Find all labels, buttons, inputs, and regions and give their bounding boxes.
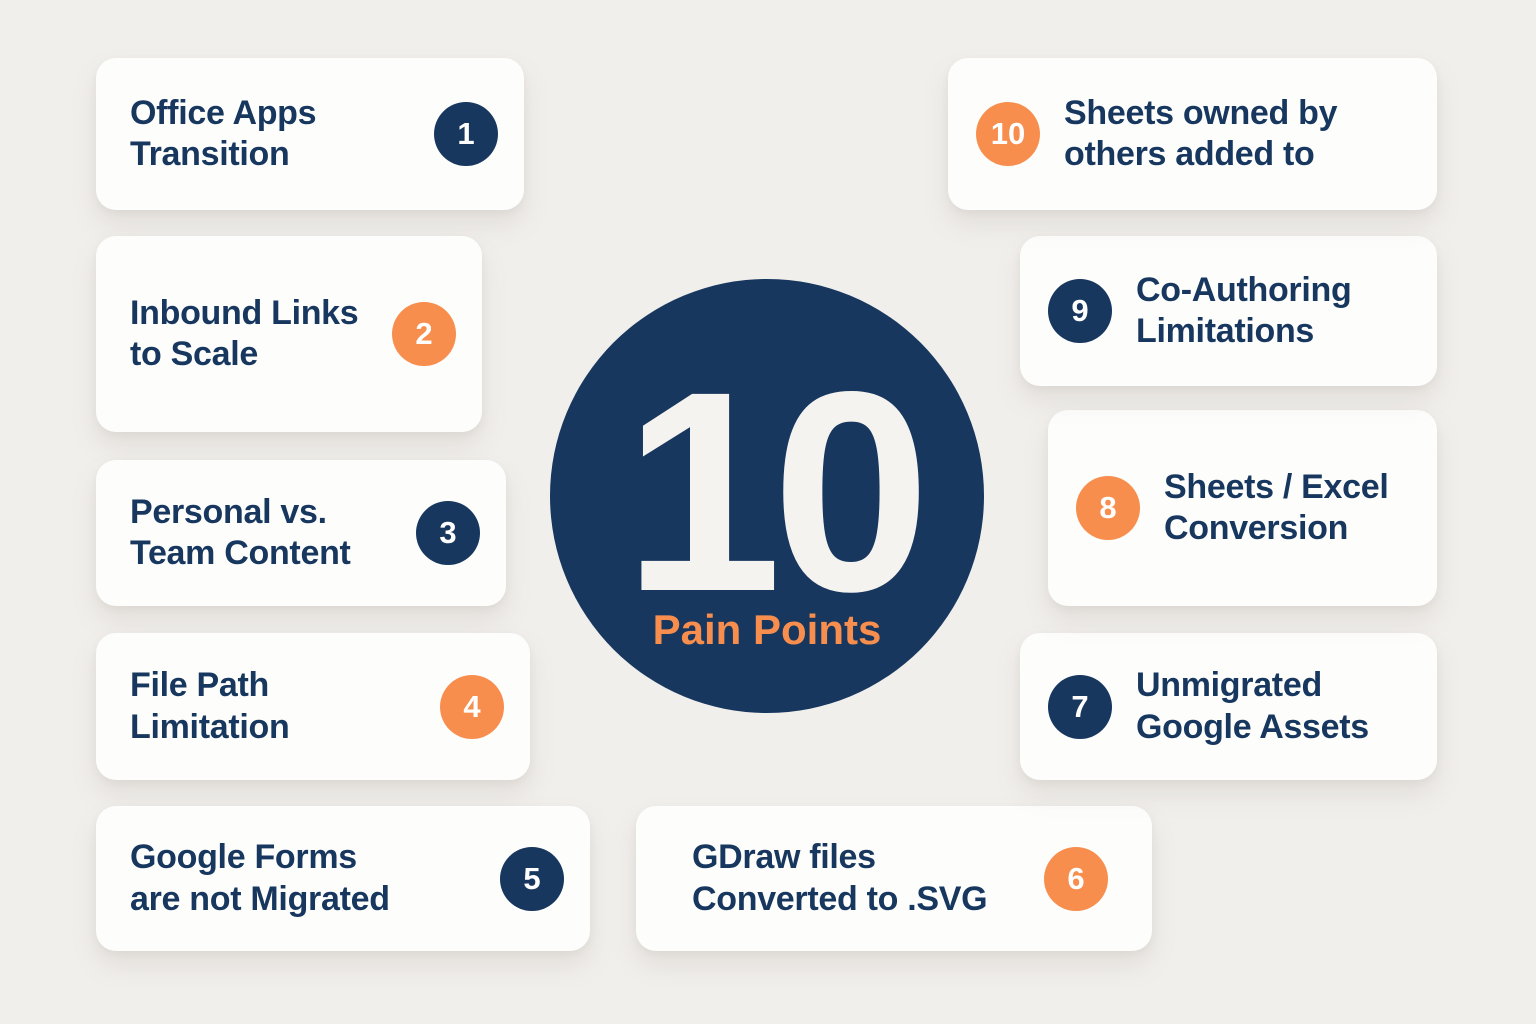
card-title: Co-Authoring Limitations [1136,270,1352,353]
card-title-line-2: Google Assets [1136,707,1369,746]
card-title-line-2: Converted to .SVG [692,879,988,918]
pain-point-card-6: GDraw files Converted to .SVG 6 [636,806,1152,951]
card-title-line-2: to Scale [130,335,258,373]
card-title-line-2: Transition [130,135,290,173]
card-title: Personal vs. Team Content [130,492,351,575]
number-badge: 1 [434,102,498,166]
card-title-line-1: File Path [130,666,269,705]
card-title-line-1: GDraw files [692,838,876,877]
number-badge: 6 [1044,846,1108,911]
center-number: 10 [623,333,930,651]
card-title-line-2: Limitations [1136,312,1315,350]
card-title: Sheets / Excel Conversion [1164,467,1389,550]
number-badge: 4 [440,674,504,739]
card-title-line-2: Team Content [130,534,351,572]
pain-point-card-7: 7 Unmigrated Google Assets [1020,633,1437,780]
card-title-line-1: Personal vs. [130,492,327,531]
pain-point-card-2: Inbound Links to Scale 2 [96,236,482,432]
card-title-line-1: Sheets / Excel [1164,467,1389,506]
pain-point-card-9: 9 Co-Authoring Limitations [1020,236,1437,386]
card-title: Office Apps Transition [130,93,317,176]
card-title-line-1: Unmigrated [1136,666,1322,705]
card-title-line-1: Office Apps [130,93,317,132]
pain-point-card-5: Google Forms are not Migrated 5 [96,806,590,951]
card-title-line-2: Limitation [130,707,290,746]
pain-point-card-1: Office Apps Transition 1 [96,58,524,210]
number-badge: 8 [1076,476,1140,540]
card-title: File Path Limitation [130,665,290,748]
number-badge: 3 [416,501,480,565]
card-title: GDraw files Converted to .SVG [692,837,988,920]
card-title-line-1: Co-Authoring [1136,270,1352,309]
card-title-line-1: Inbound Links [130,293,359,332]
card-title: Unmigrated Google Assets [1136,665,1369,748]
center-circle: 10 Pain Points [550,279,984,713]
number-badge: 9 [1048,279,1112,343]
center-label: Pain Points [652,606,882,653]
card-title-line-2: are not Migrated [130,879,390,918]
card-title: Google Forms are not Migrated [130,837,390,920]
card-title: Sheets owned by others added to [1064,93,1338,176]
pain-point-card-10: 10 Sheets owned by others added to [948,58,1437,210]
card-title-line-1: Sheets owned by [1064,93,1338,132]
card-title-line-2: others added to [1064,135,1315,173]
number-badge: 2 [392,302,456,366]
card-title-line-1: Google Forms [130,838,357,877]
pain-point-card-3: Personal vs. Team Content 3 [96,460,506,606]
number-badge: 7 [1048,674,1112,739]
pain-point-card-4: File Path Limitation 4 [96,633,530,780]
number-badge: 5 [500,846,564,911]
pain-point-card-8: 8 Sheets / Excel Conversion [1048,410,1437,606]
card-title: Inbound Links to Scale [130,293,359,376]
number-badge: 10 [976,102,1040,166]
card-title-line-2: Conversion [1164,509,1349,547]
